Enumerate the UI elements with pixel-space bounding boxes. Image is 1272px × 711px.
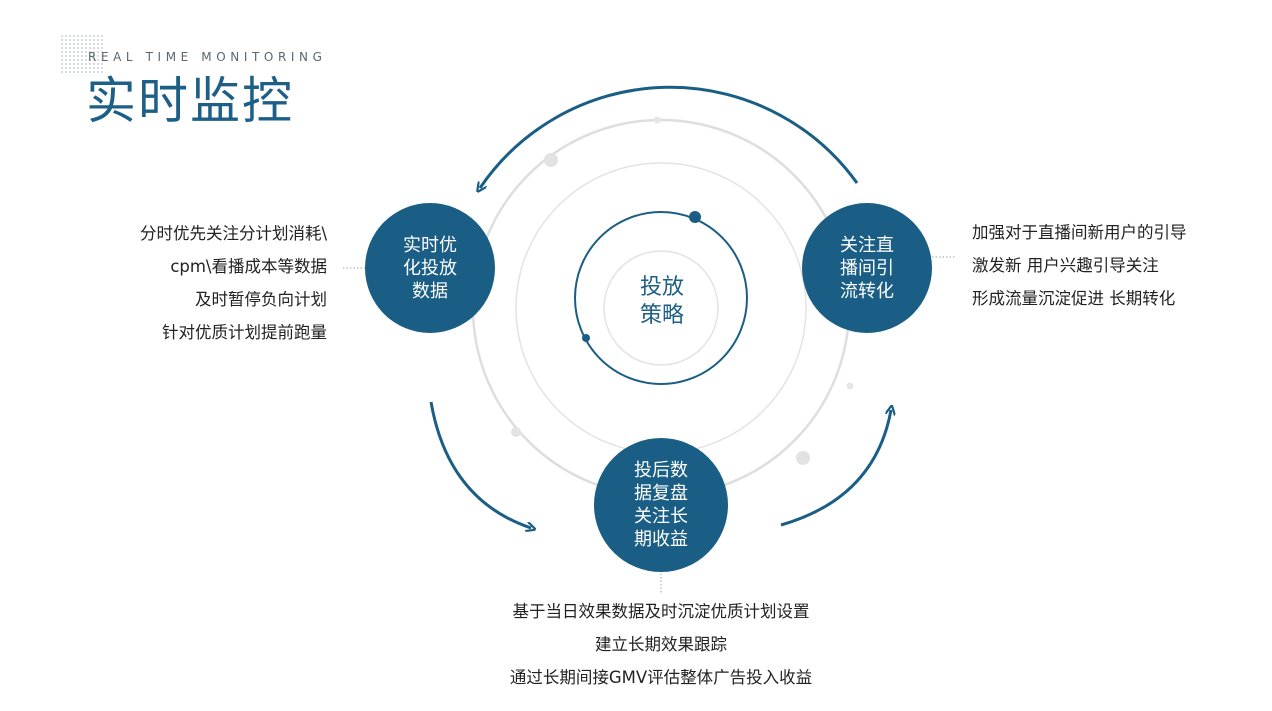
description-line: 及时暂停负向计划 — [195, 290, 327, 309]
description-line: 通过长期间接GMV评估整体广告投入收益 — [509, 668, 813, 687]
description-line: 激发新 用户兴趣引导关注 — [972, 256, 1159, 275]
left-description: 分时优先关注分计划消耗\ cpm\看播成本等数据 及时暂停负向计划 针对优质计划… — [140, 217, 327, 349]
node-label-line: 数据 — [412, 280, 448, 302]
description-line: 针对优质计划提前跑量 — [162, 323, 327, 342]
node-post-review: 投后数 据复盘 关注长 期收益 — [594, 438, 728, 572]
node-label-line: 化投放 — [403, 257, 457, 279]
top-arrow — [480, 85, 859, 188]
center-label-line: 投放 — [639, 275, 684, 300]
page-title: 实时监控 — [86, 72, 294, 130]
orbit-dot-small — [582, 334, 590, 342]
ring-dot — [511, 427, 521, 437]
node-realtime-optimize: 实时优 化投放 数据 — [365, 203, 495, 333]
node-live-room-conversion: 关注直 播间引 流转化 — [802, 203, 932, 333]
right-bottom-arrow — [780, 410, 891, 527]
node-label-line: 播间引 — [840, 257, 894, 279]
description-line: 加强对于直播间新用户的引导 — [972, 223, 1187, 242]
dot-pattern-decoration — [60, 34, 104, 74]
page-subtitle: REAL TIME MONITORING — [88, 50, 327, 64]
description-line: 基于当日效果数据及时沉淀优质计划设置 — [512, 602, 810, 621]
orbit-dot-large — [689, 211, 701, 223]
description-line: 形成流量沉淀促进 长期转化 — [972, 289, 1176, 308]
node-label-line: 期收益 — [634, 529, 688, 550]
node-label-line: 实时优 — [403, 234, 457, 256]
ring-dot — [544, 153, 558, 167]
description-line: 建立长期效果跟踪 — [595, 635, 727, 654]
ring-dot — [846, 382, 854, 390]
right-description: 加强对于直播间新用户的引导 激发新 用户兴趣引导关注 形成流量沉淀促进 长期转化 — [972, 216, 1187, 315]
center-label: 投放 策略 — [604, 262, 720, 342]
center-label-line: 策略 — [639, 303, 684, 328]
node-label-line: 关注直 — [840, 234, 894, 256]
node-label-line: 投后数 — [634, 460, 688, 481]
inner-ring — [603, 250, 719, 366]
orbit-ring — [574, 211, 748, 385]
bottom-description: 基于当日效果数据及时沉淀优质计划设置 建立长期效果跟踪 通过长期间接GMV评估整… — [461, 595, 861, 694]
ring-dot — [653, 116, 661, 124]
description-line: cpm\看播成本等数据 — [170, 257, 327, 276]
left-bottom-arrow — [429, 401, 531, 528]
node-label-line: 关注长 — [634, 506, 688, 527]
node-label-line: 流转化 — [840, 280, 894, 302]
ring-dot — [796, 451, 810, 465]
description-line: 分时优先关注分计划消耗\ — [139, 224, 327, 243]
node-label-line: 据复盘 — [634, 483, 688, 504]
